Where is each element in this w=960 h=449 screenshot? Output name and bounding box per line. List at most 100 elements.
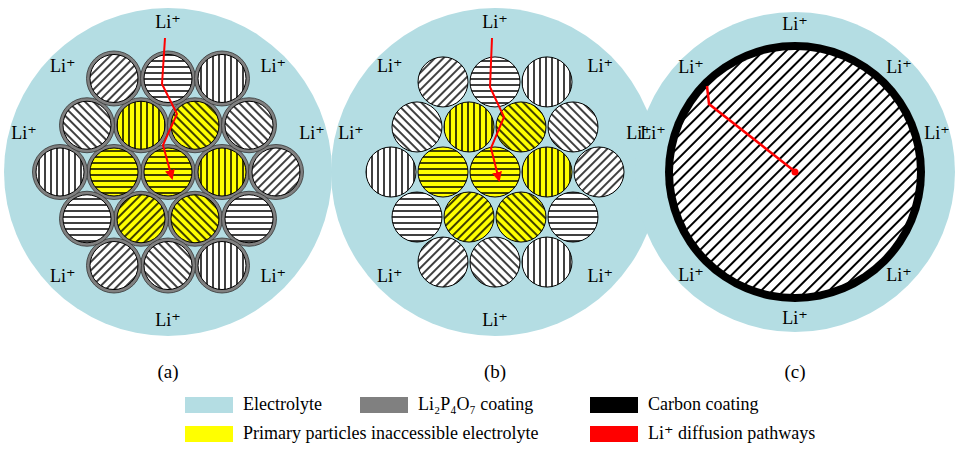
legend-text: Carbon coating	[648, 395, 758, 415]
ion-label: Li⁺	[588, 267, 614, 287]
panel-label: (c)	[784, 362, 805, 383]
legend-text: Primary particles inaccessible electroly…	[243, 424, 538, 444]
ion-label: Li⁺	[261, 267, 287, 287]
primary-particle	[366, 147, 416, 197]
ion-label: Li⁺	[155, 311, 181, 331]
legend-swatch	[590, 426, 638, 442]
ion-label: Li⁺	[924, 124, 950, 144]
primary-particle	[225, 101, 273, 149]
primary-particle	[117, 195, 165, 243]
primary-particle	[522, 57, 572, 107]
li2p4o7-coating	[87, 238, 142, 293]
ion-label: Li⁺	[678, 266, 704, 286]
primary-particle	[418, 57, 468, 107]
primary-particle	[36, 148, 84, 196]
electrolyte-disk	[331, 8, 659, 336]
li2p4o7-coating	[195, 51, 250, 106]
li2p4o7-coating	[87, 145, 142, 200]
primary-particle	[171, 195, 219, 243]
ion-label: Li⁺	[155, 13, 181, 33]
ion-label: Li⁺	[11, 124, 37, 144]
primary-particle	[444, 192, 494, 242]
primary-particle	[63, 101, 111, 149]
primary-particle	[392, 192, 442, 242]
li2p4o7-coating	[114, 98, 169, 153]
li2p4o7-coating	[222, 98, 277, 153]
large-particle	[673, 50, 917, 294]
li2p4o7-coating	[141, 238, 196, 293]
legend-swatch	[360, 397, 408, 413]
pathway-end-dot	[792, 169, 799, 176]
electrolyte-disk	[4, 8, 332, 336]
ion-label: Li⁺	[50, 267, 76, 287]
li2p4o7-coating	[168, 191, 223, 246]
ion-label: Li⁺	[678, 58, 704, 78]
primary-particle	[548, 102, 598, 152]
ion-label: Li⁺	[886, 266, 912, 286]
primary-particle	[548, 192, 598, 242]
primary-particle	[470, 147, 520, 197]
legend-swatch	[185, 397, 233, 413]
carbon-coated-particle	[665, 42, 925, 302]
primary-particle	[90, 148, 138, 196]
ion-label: Li⁺	[782, 15, 808, 35]
carbon-coating-ring	[665, 42, 925, 302]
electrolyte-region: Li⁺ Li⁺ Li⁺ Li⁺ Li⁺ Li⁺ Li⁺ Li⁺	[4, 8, 332, 336]
li2p4o7-coating	[60, 191, 115, 246]
primary-particle	[144, 148, 192, 196]
panel-label: (b)	[484, 362, 506, 383]
primary-particle	[418, 147, 468, 197]
li2p4o7-coating	[141, 145, 196, 200]
electrolyte-region: Li⁺Li⁺Li⁺Li⁺Li⁺Li⁺Li⁺Li⁺	[331, 8, 659, 336]
ion-label: Li⁺	[588, 57, 614, 77]
li2p4o7-coating	[60, 98, 115, 153]
panel-label: (a)	[157, 362, 178, 383]
legend-swatch	[590, 397, 638, 413]
legend-text: Li₂P₄O₇ coating	[418, 395, 533, 415]
li2p4o7-coating	[114, 191, 169, 246]
legend-text: Electrolyte	[243, 395, 322, 415]
li2p4o7-coating	[195, 145, 250, 200]
ion-label: Li⁺	[50, 57, 76, 77]
primary-particle	[522, 147, 572, 197]
primary-particle	[225, 195, 273, 243]
ion-label: Li⁺	[377, 57, 403, 77]
primary-particle	[418, 237, 468, 287]
ion-label: Li⁺	[482, 13, 508, 33]
li2p4o7-coating	[195, 238, 250, 293]
ion-label: Li⁺	[377, 267, 403, 287]
electrolyte-region: Li⁺Li⁺Li⁺Li⁺Li⁺Li⁺Li⁺Li⁺	[635, 12, 955, 332]
diffusion-pathway	[707, 86, 793, 170]
primary-particle	[392, 102, 442, 152]
primary-particle	[144, 242, 192, 290]
primary-particle	[496, 192, 546, 242]
primary-particle	[574, 147, 624, 197]
primary-particle	[252, 148, 300, 196]
primary-particle	[198, 54, 246, 102]
primary-particle	[171, 101, 219, 149]
ion-label: Li⁺	[299, 124, 325, 144]
ion-label: Li⁺	[261, 57, 287, 77]
li2p4o7-coating	[249, 145, 304, 200]
primary-particle	[496, 102, 546, 152]
primary-particle	[444, 102, 494, 152]
legend-text: Li⁺ diffusion pathways	[648, 424, 815, 444]
li2p4o7-coating	[87, 51, 142, 106]
primary-particle	[522, 237, 572, 287]
primary-particle	[90, 242, 138, 290]
li2p4o7-coating	[222, 191, 277, 246]
ion-label: Li⁺	[482, 311, 508, 331]
primary-particle	[63, 195, 111, 243]
primary-particle	[198, 242, 246, 290]
li2p4o7-coating	[168, 98, 223, 153]
primary-particle	[470, 237, 520, 287]
ion-label: Li⁺	[338, 124, 364, 144]
ion-label: Li⁺	[640, 124, 666, 144]
primary-particle	[198, 148, 246, 196]
primary-particle	[117, 101, 165, 149]
li2p4o7-coating	[33, 145, 88, 200]
primary-particle	[90, 54, 138, 102]
legend-swatch	[185, 426, 233, 442]
